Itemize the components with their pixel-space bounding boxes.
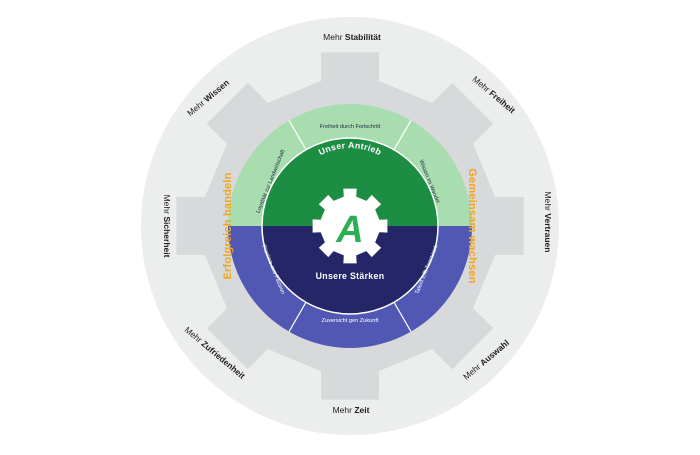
strengths-title: Unsere Stärken [316,271,385,281]
side-label-left: Erfolgreich handeln [222,172,234,279]
gear-hub [328,204,372,248]
side-label-right: Gemeinsam wachsen [466,168,478,283]
segment-dividers [288,120,412,332]
drive-core [262,138,438,226]
segment-divider [393,301,412,332]
core-border [261,137,439,315]
segment-divider [288,120,307,151]
outer-label-zeit: Mehr Zeit [333,405,370,415]
strengths-segment-2: Zuversicht gen Zukunft [322,318,379,324]
outer-label-vertrauen: Mehr Vertrauen [543,192,553,253]
outer-label-sicherheit: Mehr Sicherheit [162,195,172,258]
outer-label-stabilitaet: Mehr Stabilität [323,32,381,42]
logo-letter: A [335,209,363,251]
segment-divider [393,120,412,151]
drive-segment-2: Freiheit durch Fortschritt [320,124,381,130]
strengths-core [262,226,438,314]
segment-divider [288,301,307,332]
